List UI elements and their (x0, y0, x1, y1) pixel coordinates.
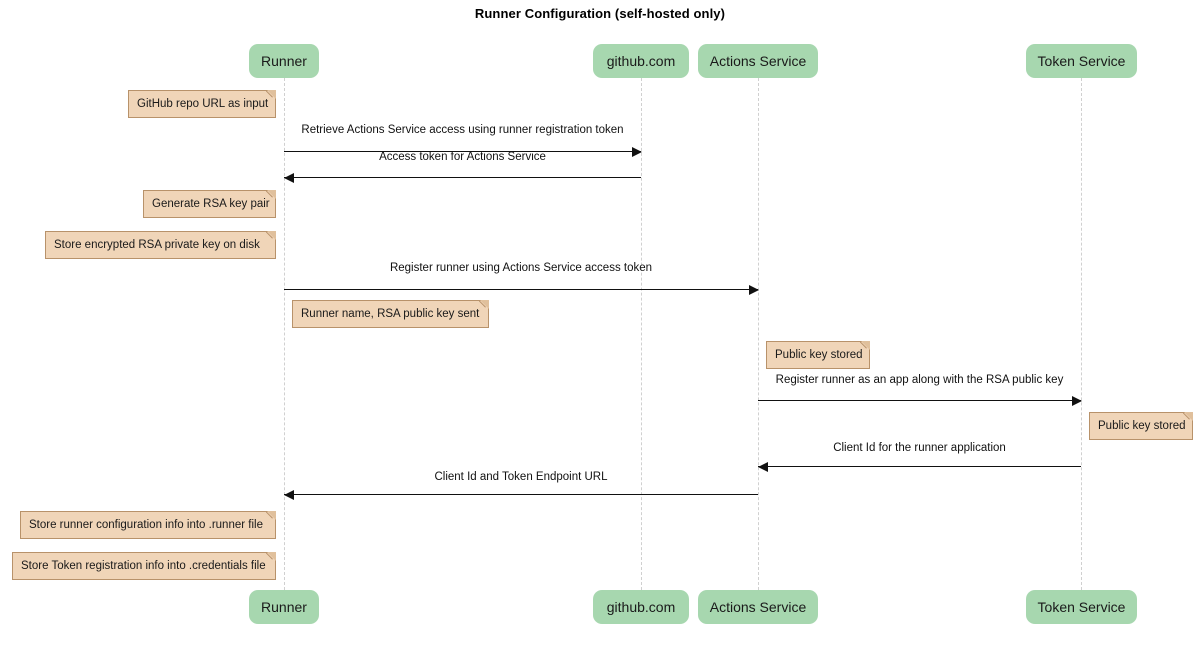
note-runner-name-public-key: Runner name, RSA public key sent (292, 300, 489, 328)
participant-actions-bottom[interactable]: Actions Service (698, 590, 818, 624)
lifeline-token (1081, 78, 1082, 590)
note-store-runner-config-fold-edge (266, 511, 276, 521)
msg-client-id-token-endpoint-arrowhead (284, 489, 294, 500)
lifeline-runner (284, 78, 285, 590)
participant-runner-bottom[interactable]: Runner (249, 590, 319, 624)
note-store-encrypted-rsa-fold-edge (266, 231, 276, 241)
note-store-encrypted-rsa-text: Store encrypted RSA private key on disk (54, 239, 260, 251)
msg-access-token-arrowhead (284, 172, 294, 183)
lifeline-github (641, 78, 642, 590)
note-public-key-stored-token-fold-edge (1183, 412, 1193, 422)
msg-retrieve-actions-access-arrowhead (632, 146, 642, 157)
msg-register-runner-label: Register runner using Actions Service ac… (389, 262, 653, 274)
note-generate-rsa: Generate RSA key pair (143, 190, 276, 218)
participant-token-bottom[interactable]: Token Service (1026, 590, 1137, 624)
note-store-encrypted-rsa: Store encrypted RSA private key on disk (45, 231, 276, 259)
participant-runner-top[interactable]: Runner (249, 44, 319, 78)
participant-github-top[interactable]: github.com (593, 44, 689, 78)
page-title: Runner Configuration (self-hosted only) (474, 6, 726, 21)
note-generate-rsa-fold-edge (266, 190, 276, 200)
msg-client-id-label: Client Id for the runner application (833, 442, 1006, 454)
note-github-repo-url: GitHub repo URL as input (128, 90, 276, 118)
msg-register-runner-arrowhead (749, 284, 759, 295)
participant-actions-top[interactable]: Actions Service (698, 44, 818, 78)
msg-register-runner-app-line (758, 400, 1081, 401)
note-store-token-registration-text: Store Token registration info into .cred… (21, 560, 266, 572)
note-store-token-registration: Store Token registration info into .cred… (12, 552, 276, 580)
participant-github-bottom[interactable]: github.com (593, 590, 689, 624)
msg-access-token-line (284, 177, 641, 178)
msg-client-id-line (758, 466, 1081, 467)
note-public-key-stored-actions-fold-edge (860, 341, 870, 351)
note-generate-rsa-text: Generate RSA key pair (152, 198, 270, 210)
note-runner-name-public-key-text: Runner name, RSA public key sent (301, 308, 480, 320)
note-runner-name-public-key-fold-edge (479, 300, 489, 310)
msg-client-id-token-endpoint-line (284, 494, 758, 495)
note-public-key-stored-actions: Public key stored (766, 341, 870, 369)
msg-access-token-label: Access token for Actions Service (379, 151, 546, 163)
note-github-repo-url-text: GitHub repo URL as input (137, 98, 269, 110)
msg-retrieve-actions-access-label: Retrieve Actions Service access using ru… (301, 124, 624, 136)
participant-token-top[interactable]: Token Service (1026, 44, 1137, 78)
note-store-token-registration-fold-edge (266, 552, 276, 562)
note-public-key-stored-token: Public key stored (1089, 412, 1193, 440)
msg-client-id-arrowhead (758, 461, 768, 472)
msg-client-id-token-endpoint-label: Client Id and Token Endpoint URL (434, 471, 608, 483)
note-github-repo-url-fold-edge (266, 90, 276, 100)
note-public-key-stored-token-text: Public key stored (1098, 420, 1186, 432)
note-public-key-stored-actions-text: Public key stored (775, 349, 863, 361)
msg-retrieve-actions-access-line (284, 151, 641, 152)
msg-register-runner-app-label: Register runner as an app along with the… (775, 374, 1064, 386)
msg-register-runner-app-arrowhead (1072, 395, 1082, 406)
lifeline-actions (758, 78, 759, 590)
note-store-runner-config: Store runner configuration info into .ru… (20, 511, 276, 539)
msg-register-runner-line (284, 289, 758, 290)
note-store-runner-config-text: Store runner configuration info into .ru… (29, 519, 263, 531)
